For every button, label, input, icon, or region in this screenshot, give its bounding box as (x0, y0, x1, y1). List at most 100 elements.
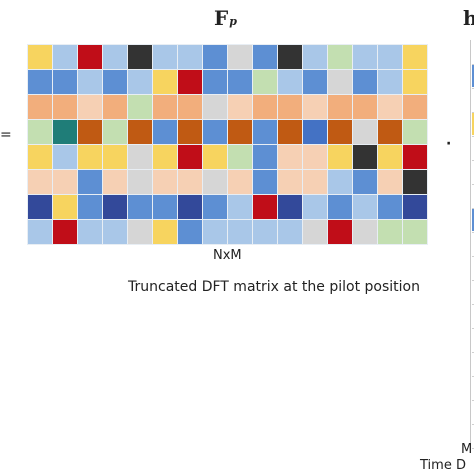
vector-entry (472, 113, 474, 135)
vector-divider (472, 160, 474, 161)
matrix-cell (303, 220, 327, 244)
matrix-cell (253, 195, 277, 219)
matrix-cell (253, 220, 277, 244)
matrix-cell (153, 170, 177, 194)
matrix-cell (328, 145, 352, 169)
matrix-cell (403, 220, 427, 244)
matrix-cell (303, 195, 327, 219)
matrix-cell (378, 220, 402, 244)
matrix-cell (253, 120, 277, 144)
matrix-cell (278, 145, 302, 169)
matrix-cell (128, 220, 152, 244)
matrix-cell (378, 195, 402, 219)
matrix-cell (228, 195, 252, 219)
matrix-cell (403, 70, 427, 94)
vector-divider (472, 64, 474, 65)
matrix-cell (103, 170, 127, 194)
matrix-cell (178, 70, 202, 94)
vector-title: h (463, 6, 474, 30)
matrix-cell (278, 120, 302, 144)
matrix-cell (28, 95, 52, 119)
matrix-cell (303, 145, 327, 169)
matrix-cell (303, 45, 327, 69)
matrix-cell (78, 220, 102, 244)
matrix-cell (253, 70, 277, 94)
matrix-cell (53, 45, 77, 69)
matrix-cell (328, 195, 352, 219)
channel-vector (470, 40, 474, 449)
vector-divider (472, 448, 474, 449)
matrix-cell (78, 70, 102, 94)
equals-sign: = (0, 127, 12, 143)
matrix-cell (253, 170, 277, 194)
matrix-dimension-label: NxM (213, 248, 242, 263)
matrix-cell (328, 120, 352, 144)
vector-divider (472, 304, 474, 305)
matrix-cell (153, 195, 177, 219)
matrix-cell (53, 195, 77, 219)
matrix-cell (28, 220, 52, 244)
matrix-cell (403, 45, 427, 69)
matrix-cell (303, 95, 327, 119)
matrix-cell (78, 120, 102, 144)
matrix-cell (353, 120, 377, 144)
matrix-cell (228, 220, 252, 244)
time-domain-label: Time D (420, 458, 466, 473)
matrix-cell (353, 145, 377, 169)
matrix-cell (328, 45, 352, 69)
matrix-cell (28, 120, 52, 144)
matrix-cell (153, 220, 177, 244)
matrix-title: Fp (214, 6, 237, 30)
matrix-cell (278, 195, 302, 219)
matrix-cell (78, 95, 102, 119)
multiply-dot: · (446, 136, 452, 152)
matrix-cell (78, 195, 102, 219)
matrix-cell (128, 95, 152, 119)
matrix-cell (103, 45, 127, 69)
matrix-cell (128, 145, 152, 169)
matrix-cell (253, 95, 277, 119)
matrix-cell (203, 45, 227, 69)
matrix-cell (253, 45, 277, 69)
matrix-cell (28, 195, 52, 219)
matrix-cell (303, 70, 327, 94)
matrix-cell (403, 120, 427, 144)
vector-divider (472, 256, 474, 257)
matrix-cell (103, 220, 127, 244)
matrix-cell (328, 70, 352, 94)
matrix-cell (78, 170, 102, 194)
matrix-cell (328, 220, 352, 244)
matrix-cell (278, 220, 302, 244)
matrix-caption: Truncated DFT matrix at the pilot positi… (128, 279, 420, 295)
matrix-cell (403, 145, 427, 169)
matrix-cell (103, 145, 127, 169)
matrix-cell (278, 170, 302, 194)
matrix-cell (228, 95, 252, 119)
matrix-cell (203, 120, 227, 144)
matrix-title-subscript: p (229, 15, 237, 28)
matrix-cell (153, 120, 177, 144)
vector-divider (472, 184, 474, 185)
matrix-cell (378, 170, 402, 194)
matrix-cell (53, 145, 77, 169)
matrix-cell (403, 95, 427, 119)
matrix-cell (53, 70, 77, 94)
matrix-cell (128, 70, 152, 94)
matrix-cell (328, 170, 352, 194)
matrix-cell (228, 170, 252, 194)
vector-divider (472, 352, 474, 353)
matrix-cell (103, 120, 127, 144)
matrix-cell (178, 195, 202, 219)
matrix-cell (153, 145, 177, 169)
matrix-cell (128, 120, 152, 144)
vector-divider (472, 112, 474, 113)
matrix-cell (303, 170, 327, 194)
matrix-cell (203, 145, 227, 169)
matrix-cell (28, 170, 52, 194)
matrix-cell (353, 95, 377, 119)
matrix-cell (278, 70, 302, 94)
matrix-cell (328, 95, 352, 119)
matrix-cell (78, 45, 102, 69)
matrix-cell (203, 70, 227, 94)
matrix-cell (178, 120, 202, 144)
